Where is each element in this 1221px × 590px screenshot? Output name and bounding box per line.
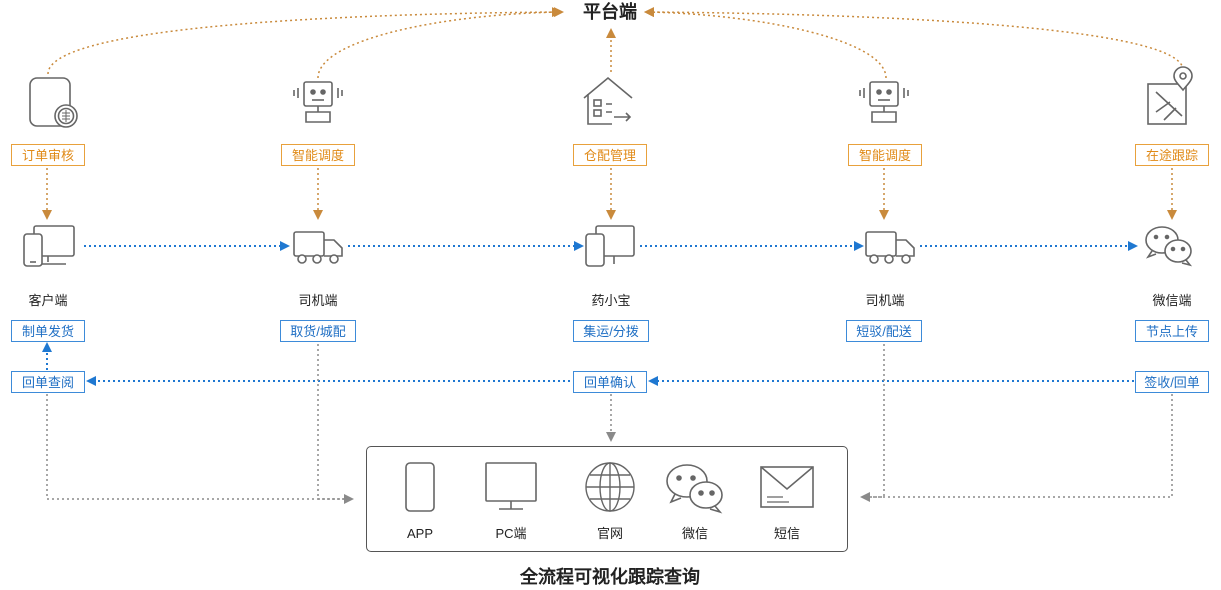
robot-icon (859, 81, 909, 123)
desktop-phone-icon (23, 225, 75, 267)
tag-receipt-review[interactable]: 回单查阅 (11, 371, 85, 393)
platform-curves (47, 7, 1184, 79)
warehouse-icon (583, 76, 633, 125)
node-label-driver: 司机端 (865, 293, 905, 308)
tag-node-upload[interactable]: 节点上传 (1135, 320, 1209, 342)
tag-to-node-arrows (42, 168, 1177, 220)
truck-icon (293, 231, 343, 264)
desktop-phone-icon (585, 225, 635, 267)
tag-warehouse-management[interactable]: 仓配管理 (573, 144, 647, 166)
wechat-icon (666, 464, 723, 514)
robot-icon (293, 81, 343, 123)
tag-consolidation-distribution[interactable]: 集运/分拨 (573, 320, 649, 342)
tag-shuttle-delivery[interactable]: 短驳/配送 (846, 320, 922, 342)
node-label-driver: 司机端 (298, 293, 338, 308)
query-lines (46, 344, 1173, 504)
node-label-wechat: 微信端 (1152, 293, 1192, 308)
tag-order-review[interactable]: 订单审核 (11, 144, 85, 166)
channel-label-sms: 短信 (773, 526, 800, 541)
tag-smart-dispatch[interactable]: 智能调度 (281, 144, 355, 166)
tag-pickup-city-delivery[interactable]: 取货/城配 (280, 320, 356, 342)
wechat-icon (1145, 226, 1193, 267)
tag-in-transit-tracking[interactable]: 在途跟踪 (1135, 144, 1209, 166)
node-label-client: 客户端 (28, 293, 68, 308)
tag-receipt-confirm[interactable]: 回单确认 (573, 371, 647, 393)
channel-label-website: 官网 (596, 526, 623, 541)
truck-icon (865, 231, 915, 264)
platform-title: 平台端 (583, 2, 637, 22)
sms-envelope-icon (760, 466, 814, 508)
tag-sign-receipt[interactable]: 签收/回单 (1135, 371, 1209, 393)
app-phone-icon (405, 462, 435, 512)
tag-create-shipment[interactable]: 制单发货 (11, 320, 85, 342)
node-label-yaoxiaobao: 药小宝 (591, 293, 631, 308)
channel-label-pc: PC端 (495, 526, 527, 541)
map-pin-icon (1147, 66, 1193, 125)
audit-tablet-icon (29, 77, 78, 128)
channel-icons (405, 462, 814, 514)
return-flow-arrows (42, 342, 1134, 386)
channel-panel: APP PC端 官网 微信 短信 (366, 446, 848, 552)
pc-monitor-icon (485, 462, 537, 510)
website-globe-icon (585, 462, 635, 512)
channel-label-wechat: 微信 (681, 526, 708, 541)
tag-smart-dispatch[interactable]: 智能调度 (848, 144, 922, 166)
footer-title: 全流程可视化跟踪查询 (520, 567, 700, 587)
channel-label-app: APP (406, 526, 433, 541)
